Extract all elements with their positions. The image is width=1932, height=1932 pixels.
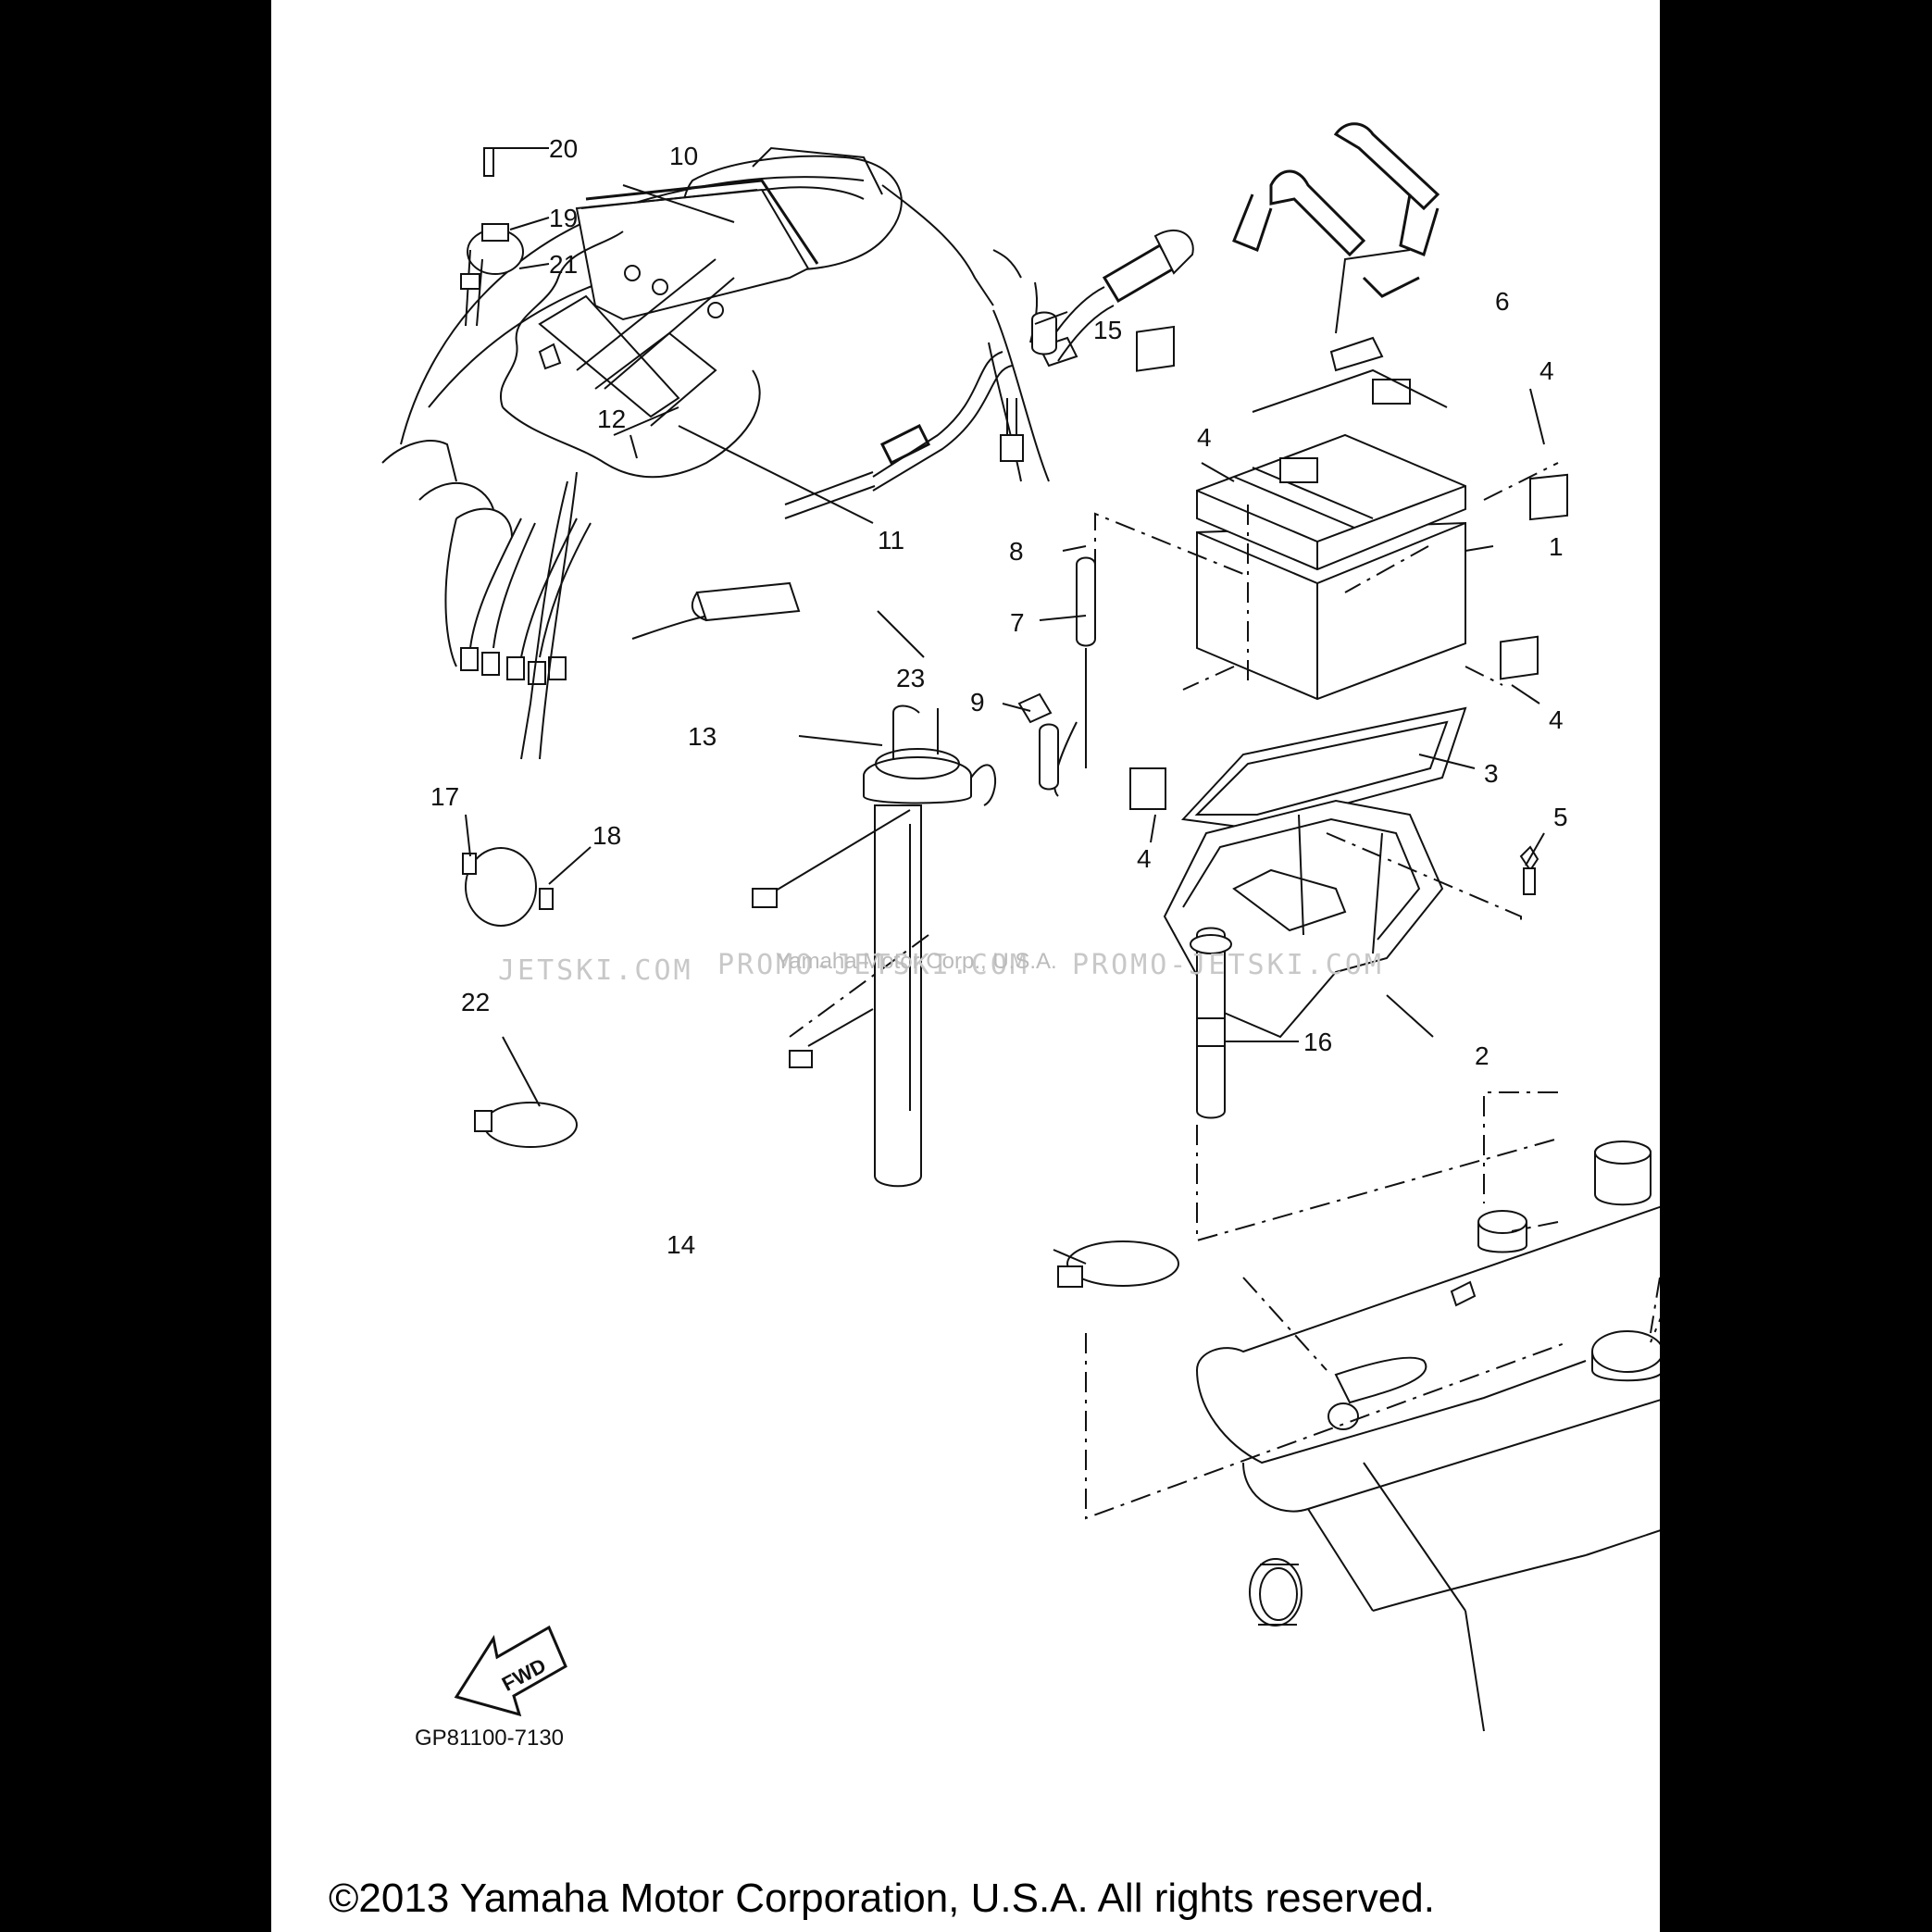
callout-7: 7 <box>1010 608 1025 637</box>
diagram-code: GP81100-7130 <box>415 1726 564 1751</box>
fuel-sender-drawing <box>462 556 1232 1288</box>
callout-4-top-right: 4 <box>1539 356 1554 385</box>
callout-16: 16 <box>1303 1028 1332 1056</box>
watermark-middle: PROMO-JETSKI.COM <box>717 949 1029 981</box>
diagram-sheet: 1 2 3 4 4 4 4 5 6 7 8 9 10 11 12 13 14 1… <box>271 0 1660 1932</box>
callout-6: 6 <box>1495 287 1510 316</box>
parts-diagram: 1 2 3 4 4 4 4 5 6 7 8 9 10 11 12 13 14 1… <box>329 122 1660 1921</box>
assembly-lines <box>789 462 1660 1520</box>
hull-upper-drawing <box>381 146 994 760</box>
breather-hose-drawing <box>631 230 1194 640</box>
callout-5: 5 <box>1553 803 1568 831</box>
callout-10: 10 <box>669 142 698 170</box>
watermark-overlay: Yamaha Motor Corp., U.S.A. <box>776 949 1057 974</box>
callout-18: 18 <box>592 821 621 850</box>
hull-lower-drawing <box>1196 1141 1660 1732</box>
callout-15: 15 <box>1093 316 1122 344</box>
callout-20: 20 <box>549 134 578 163</box>
callout-19: 19 <box>549 204 578 232</box>
callout-23: 23 <box>896 664 925 692</box>
callout-3: 3 <box>1484 759 1499 788</box>
callout-9: 9 <box>970 688 985 717</box>
callout-4-bottom-left: 4 <box>1137 844 1152 873</box>
watermark: JETSKI.COM PROMO-JETSKI.COM PROMO-JETSKI… <box>498 949 1384 987</box>
battery-drawing <box>1129 122 1568 810</box>
watermark-left: JETSKI.COM <box>498 954 693 987</box>
callout-8: 8 <box>1009 537 1024 566</box>
callout-21: 21 <box>549 250 578 279</box>
callout-2: 2 <box>1475 1041 1490 1070</box>
connector-cap-drawing <box>460 147 524 327</box>
callout-11: 11 <box>878 526 904 555</box>
callout-14: 14 <box>667 1230 695 1259</box>
battery-box-drawing <box>1163 706 1539 1039</box>
callout-1: 1 <box>1549 532 1564 561</box>
callout-labels: 1 2 3 4 4 4 4 5 6 7 8 9 10 11 12 13 14 1… <box>430 134 1568 1259</box>
fwd-arrow: FWD <box>454 1625 567 1717</box>
watermark-right: PROMO-JETSKI.COM <box>1072 949 1384 981</box>
callout-4-top-left: 4 <box>1197 423 1212 452</box>
copyright-notice: ©2013 Yamaha Motor Corporation, U.S.A. A… <box>329 1876 1435 1921</box>
callout-22: 22 <box>461 988 490 1016</box>
callout-12: 12 <box>597 405 626 433</box>
callout-17: 17 <box>430 782 459 811</box>
callout-13: 13 <box>688 722 717 751</box>
leader-lines <box>465 147 1545 1265</box>
callout-4-bottom-right: 4 <box>1549 705 1564 734</box>
